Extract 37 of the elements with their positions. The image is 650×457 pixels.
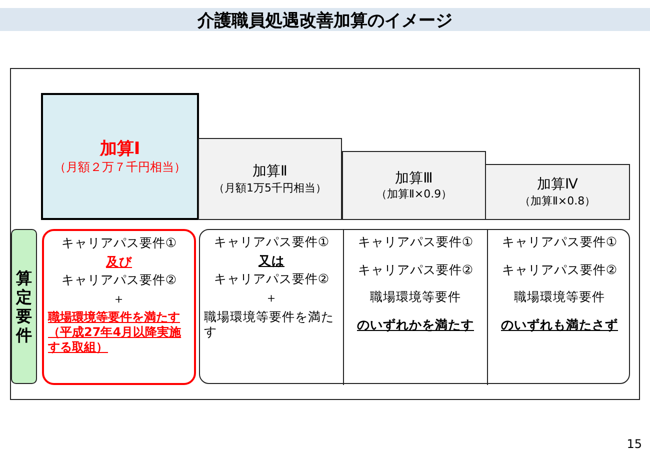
level-amount: （加算Ⅱ×0.8） [518, 194, 597, 208]
level-title: 加算Ⅲ [394, 170, 434, 188]
level-amount: （月額1万5千円相当） [212, 180, 328, 195]
requirement-text: キャリアパス要件① [356, 234, 474, 250]
level-bar [198, 138, 342, 220]
requirement-text: 職場環境等要件 [369, 289, 462, 305]
requirement-text: キャリアパス要件② [356, 262, 474, 278]
condition-text: のいずれかを満たす [356, 316, 475, 332]
conjunction-text: 及び [104, 254, 133, 270]
condition-text: のいずれも満たさず [500, 316, 619, 332]
level-title: 加算Ⅱ [252, 163, 288, 181]
requirement-text: キャリアパス要件① [60, 235, 178, 251]
requirement-text: 職場環境等要件を満たす（平成27年4月以降実施する取組） [48, 310, 182, 354]
requirement-text: キャリアパス要件② [212, 271, 330, 287]
frame-box [10, 68, 640, 400]
level-title: 加算Ⅳ [536, 176, 579, 194]
requirement-label-box [11, 229, 37, 384]
conjunction-text: 又は [257, 252, 286, 268]
level-amount: （加算Ⅱ×0.9） [374, 187, 454, 202]
requirement-text: 職場環境等要件 [513, 289, 606, 305]
requirement-text: キャリアパス要件② [60, 272, 178, 288]
requirement-group-box [199, 229, 630, 384]
plus-sign: ＋ [112, 290, 126, 306]
requirement-label: 算定要件 [16, 268, 32, 345]
title: 介護職員処遇改善加算のイメージ [196, 10, 454, 32]
level-title: 加算Ⅰ [98, 138, 142, 160]
level-bar [485, 164, 630, 220]
requirement-text: キャリアパス要件① [500, 234, 618, 250]
page-number: 15 [626, 437, 642, 451]
requirement-text: キャリアパス要件① [212, 234, 330, 250]
level-bar [41, 93, 199, 220]
requirement-text: 職場環境等要件を満たす [204, 308, 335, 340]
plus-sign: ＋ [264, 290, 279, 306]
requirement-box [42, 229, 196, 385]
level-amount: （月額２万７千円相当） [53, 160, 187, 175]
requirement-text: キャリアパス要件② [500, 262, 618, 278]
level-bar [342, 151, 486, 220]
